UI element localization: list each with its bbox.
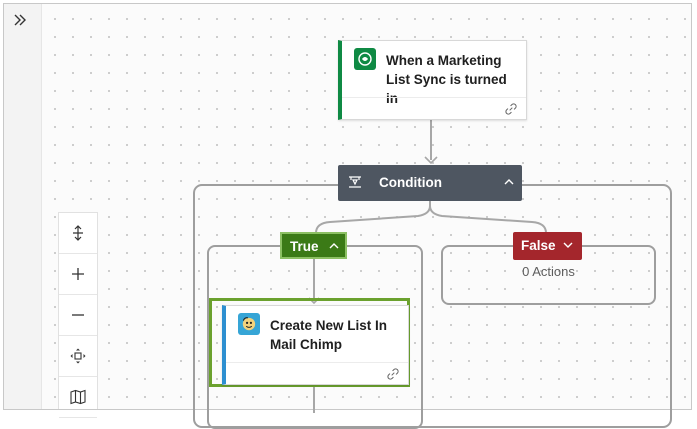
fit-vertical-icon <box>73 225 83 241</box>
connector-true-to-action <box>313 259 315 301</box>
true-label-text: True <box>290 239 319 254</box>
minimap-icon <box>70 389 86 405</box>
mailchimp-icon <box>238 313 260 335</box>
connector-action-below <box>313 383 315 413</box>
zoom-controls <box>58 212 98 418</box>
condition-header[interactable]: Condition <box>338 165 522 201</box>
condition-icon <box>349 176 361 188</box>
true-branch-label[interactable]: True <box>280 232 347 259</box>
zoom-in-button[interactable] <box>59 254 97 295</box>
expand-panel-icon[interactable] <box>12 12 30 30</box>
false-label-text: False <box>521 238 556 253</box>
fit-vertical-button[interactable] <box>59 213 97 254</box>
link-icon <box>505 103 517 115</box>
action-title: Create New List In Mail Chimp <box>270 318 388 352</box>
branch-split-connector <box>315 201 547 234</box>
zoom-out-button[interactable] <box>59 295 97 336</box>
chevron-down-icon[interactable] <box>562 239 574 251</box>
false-branch-empty-text: 0 Actions <box>522 264 575 279</box>
zoom-out-icon <box>72 314 84 316</box>
card-divider <box>342 97 526 98</box>
trigger-card[interactable]: When a Marketing List Sync is turned in <box>338 40 527 120</box>
chevron-up-icon[interactable] <box>328 240 340 252</box>
double-chevron-right-icon <box>14 14 26 26</box>
zoom-in-icon <box>72 268 84 280</box>
dynamics-icon <box>354 48 376 70</box>
fit-to-screen-icon <box>70 348 86 364</box>
arrow-down-icon <box>424 156 438 165</box>
connector-trigger-to-condition <box>430 118 432 160</box>
minimap-button[interactable] <box>59 377 97 418</box>
action-card[interactable]: Create New List In Mail Chimp <box>222 305 409 385</box>
chevron-up-icon[interactable] <box>502 175 516 189</box>
condition-title: Condition <box>379 175 442 190</box>
left-rail <box>4 4 42 409</box>
false-branch-label[interactable]: False <box>513 232 582 260</box>
link-icon <box>387 368 399 380</box>
fit-to-screen-button[interactable] <box>59 336 97 377</box>
trigger-title: When a Marketing List Sync is turned in <box>386 53 507 106</box>
card-divider <box>226 362 408 363</box>
